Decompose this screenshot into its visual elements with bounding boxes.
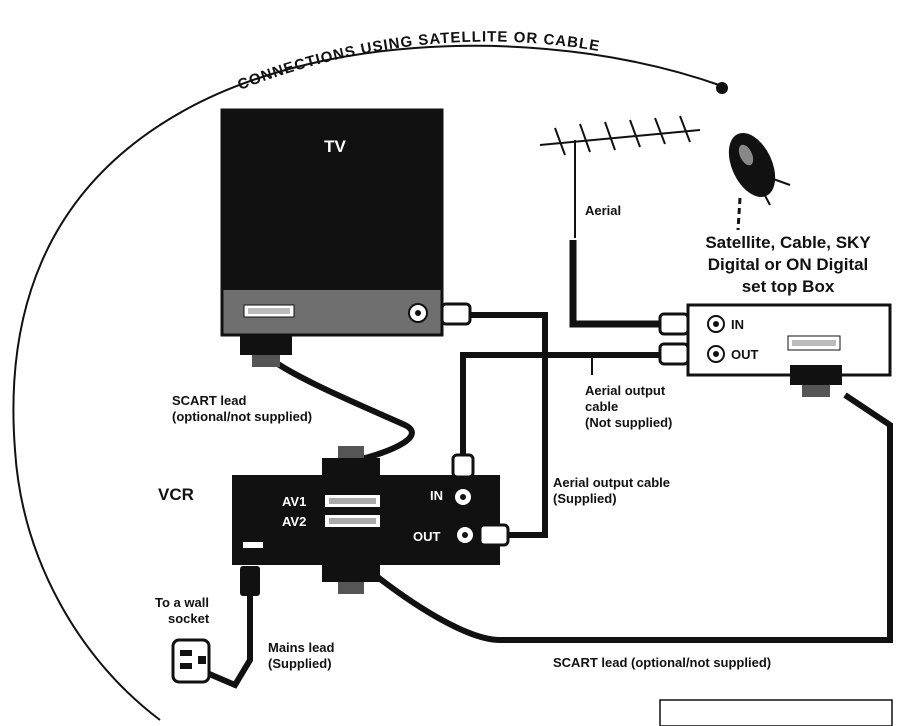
- vcr-av1-label: AV1: [282, 494, 306, 509]
- aerial-output-label-line3: (Not supplied): [585, 415, 672, 430]
- diagram-title: CONNECTIONS USING SATELLITE OR CABLE: [235, 28, 601, 93]
- scart-tv-label-line2: (optional/not supplied): [172, 409, 312, 424]
- vcr-av2-label: AV2: [282, 514, 306, 529]
- vcr-av2-scart-plug: [322, 565, 380, 594]
- vcr-av1-scart-plug: [322, 446, 380, 475]
- stb-label-line2: Digital or ON Digital: [708, 255, 869, 274]
- vcr-unit: AV1 AV2 IN OUT: [232, 475, 500, 565]
- scart-tv-label-line1: SCART lead: [172, 393, 246, 408]
- aerial-icon: [539, 115, 701, 238]
- aerial-label: Aerial: [585, 203, 621, 218]
- stb-label-line1: Satellite, Cable, SKY: [705, 233, 871, 252]
- mains-lead: [198, 595, 253, 689]
- wall-plug-icon: [171, 638, 211, 684]
- wall-socket-label-line1: To a wall: [155, 595, 209, 610]
- stb-out-label: OUT: [731, 347, 759, 362]
- aerial-output-supplied-line1: Aerial output cable: [553, 475, 670, 490]
- cable-aerial-to-stb: [569, 240, 660, 328]
- vcr-out-label: OUT: [413, 529, 441, 544]
- aerial-output-label-line2: cable: [585, 399, 618, 414]
- vcr-out-plug: [478, 523, 510, 547]
- vcr-label: VCR: [158, 485, 194, 504]
- scart-cable-vcr-stb: [373, 392, 893, 643]
- vcr-in-label: IN: [430, 488, 443, 503]
- scart-stb-label: SCART lead (optional/not supplied): [553, 655, 771, 670]
- tv-label: TV: [324, 137, 346, 156]
- vcr-power-socket: [243, 542, 263, 548]
- tv-aerial-plug: [440, 302, 472, 326]
- tv-scart-plug: [240, 335, 292, 367]
- stb-out-plug: [658, 342, 690, 366]
- mains-lead-label-line1: Mains lead: [268, 640, 335, 655]
- aerial-output-label-line1: Aerial output: [585, 383, 666, 398]
- tv-unit: TV: [220, 108, 444, 337]
- satellite-dish-icon: [728, 133, 791, 231]
- cable-tv-to-vcr-out: [470, 312, 548, 538]
- scart-cable-tv-vcr: [270, 357, 415, 465]
- vcr-in-plug: [451, 453, 475, 479]
- cable-vcr-in-to-stb-out: [460, 352, 660, 455]
- stb-label-line3: set top Box: [742, 277, 835, 296]
- mains-lead-label-line2: (Supplied): [268, 656, 332, 671]
- aerial-output-supplied-line2: (Supplied): [553, 491, 617, 506]
- set-top-box: IN OUT: [686, 303, 892, 377]
- bottom-right-box: [659, 699, 893, 726]
- mains-plug-vcr: [240, 566, 260, 596]
- stb-in-label: IN: [731, 317, 744, 332]
- wall-socket-label-line2: socket: [168, 611, 210, 626]
- stb-in-plug: [658, 312, 690, 336]
- stb-scart-plug: [790, 365, 842, 397]
- enclosing-arc: [12, 44, 723, 721]
- arc-end-dot: [716, 82, 728, 94]
